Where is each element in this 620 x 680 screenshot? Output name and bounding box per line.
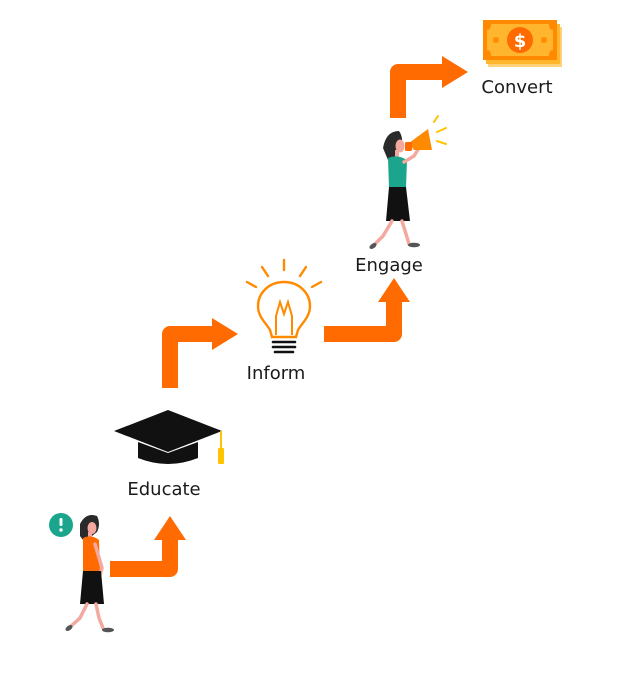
step-arrow-3 (324, 278, 410, 342)
megaphone-woman-figure (369, 131, 421, 249)
stage-label-engage: Engage (355, 255, 423, 276)
step-arrow-2 (162, 318, 238, 388)
megaphone-icon (405, 115, 447, 151)
graduation-cap-icon (114, 410, 224, 464)
stage-label-inform: Inform (246, 363, 306, 384)
stage-label-convert: Convert (481, 77, 553, 98)
lightbulb-icon (245, 258, 323, 354)
alert-icon (49, 513, 73, 537)
walking-woman-figure (65, 515, 114, 633)
svg-text:$: $ (514, 31, 527, 52)
stage-label-educate: Educate (127, 479, 201, 500)
step-arrow-4 (390, 56, 468, 118)
step-arrow-1 (110, 516, 186, 577)
money-icon: $ (483, 20, 562, 67)
